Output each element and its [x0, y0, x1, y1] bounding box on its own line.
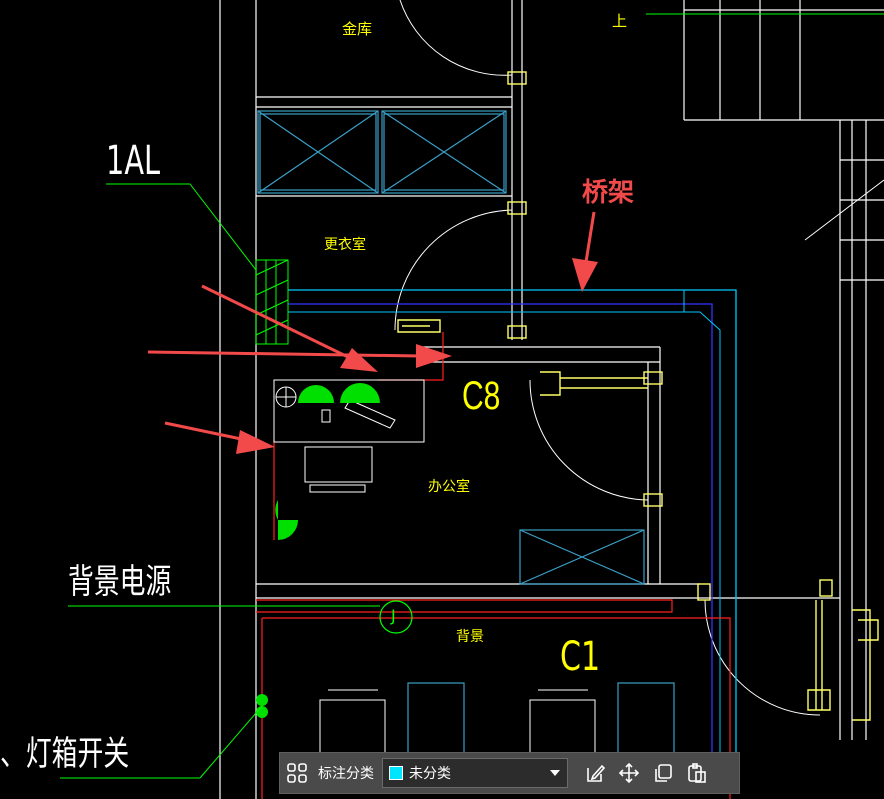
room-label-backdrop: 背景: [456, 629, 484, 645]
tag-c8: C8: [462, 374, 501, 418]
paste-button[interactable]: [680, 756, 714, 790]
walls: [219, 0, 884, 799]
category-value: 未分类: [409, 766, 451, 782]
grid-apps-button[interactable]: [280, 756, 314, 790]
cable-tray-label: 桥架: [582, 178, 635, 208]
cable-tray: [288, 289, 737, 790]
copy-icon: [655, 764, 672, 782]
lamps: [256, 383, 380, 718]
callout-arrows: [147, 211, 598, 454]
door-swings: [394, 0, 884, 716]
junction-box: [379, 600, 413, 634]
edit-button[interactable]: [578, 756, 612, 790]
copy-button[interactable]: [646, 756, 680, 790]
annotation-leaders: [60, 13, 884, 779]
category-label: 标注分类: [318, 766, 374, 782]
move-button[interactable]: [612, 756, 646, 790]
up-mark: 上: [612, 12, 628, 30]
cabinets: [257, 110, 675, 754]
backdrop-power-label: 背景电源: [68, 562, 172, 602]
tag-c1: C1: [560, 634, 601, 680]
room-label-vault: 金库: [342, 20, 373, 38]
chevron-down-icon: [550, 770, 560, 776]
panel-1al: [106, 183, 289, 345]
office-desk: [273, 379, 596, 761]
panel-label-1al: 1AL: [106, 138, 161, 184]
annotation-toolbar: 标注分类 未分类: [279, 752, 740, 794]
paste-icon: [688, 763, 706, 783]
door-hardware: [397, 71, 879, 721]
edit-icon: [587, 764, 606, 782]
move-icon: [618, 762, 640, 784]
room-label-locker: 更衣室: [324, 237, 366, 253]
junction-label: J: [391, 606, 396, 625]
category-select[interactable]: 未分类: [382, 758, 568, 788]
grid-icon: [287, 763, 307, 783]
category-color-swatch: [389, 766, 403, 780]
room-label-office: 办公室: [428, 479, 470, 495]
lightbox-switch-label: 、灯箱开关: [0, 734, 130, 774]
